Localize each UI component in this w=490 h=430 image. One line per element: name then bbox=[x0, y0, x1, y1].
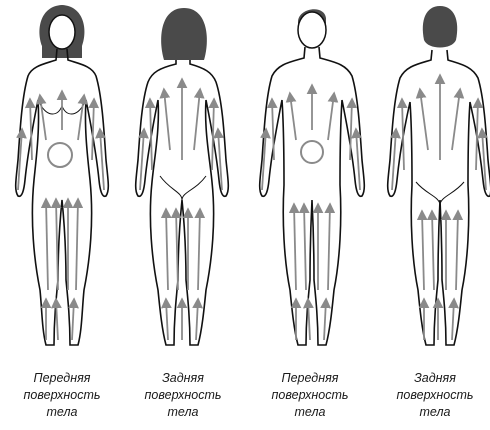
caption-female-front: Передняя поверхность тела bbox=[7, 370, 117, 421]
caption-male-front: Передняя поверхность тела bbox=[255, 370, 365, 421]
caption-line: Задняя bbox=[128, 370, 238, 387]
caption-line: поверхность bbox=[128, 387, 238, 404]
male-back-figure bbox=[388, 6, 490, 345]
caption-line: Задняя bbox=[380, 370, 490, 387]
caption-line: поверхность bbox=[255, 387, 365, 404]
male-front-figure bbox=[260, 9, 365, 345]
female-front-figure bbox=[16, 5, 109, 345]
caption-line: тела bbox=[380, 404, 490, 421]
caption-line: тела bbox=[7, 404, 117, 421]
caption-line: тела bbox=[255, 404, 365, 421]
caption-line: поверхность bbox=[7, 387, 117, 404]
caption-female-back: Задняя поверхность тела bbox=[128, 370, 238, 421]
caption-line: Передняя bbox=[7, 370, 117, 387]
female-back-hair bbox=[161, 8, 207, 60]
caption-line: Передняя bbox=[255, 370, 365, 387]
caption-male-back: Задняя поверхность тела bbox=[380, 370, 490, 421]
male-back-hair bbox=[423, 6, 457, 48]
caption-line: поверхность bbox=[380, 387, 490, 404]
bodies-illustration bbox=[0, 0, 490, 360]
female-back-figure bbox=[136, 8, 229, 345]
caption-line: тела bbox=[128, 404, 238, 421]
